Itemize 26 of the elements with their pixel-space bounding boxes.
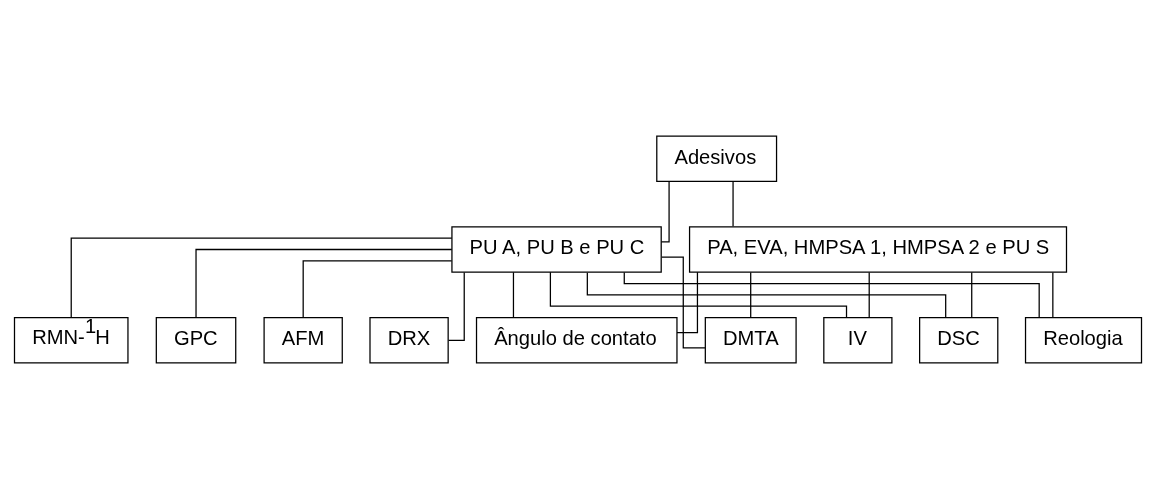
connector xyxy=(302,259,453,318)
connector xyxy=(868,271,870,318)
node-box: GPC xyxy=(155,316,237,364)
node-box: DSC xyxy=(919,316,999,364)
connector xyxy=(512,271,515,318)
node-box: AFM xyxy=(263,316,343,364)
connector xyxy=(971,271,973,318)
node-box: Ângulo de contato xyxy=(475,316,678,364)
node-box: PU A, PU B e PU C xyxy=(451,225,662,273)
connector xyxy=(732,180,734,227)
node-box: DRX xyxy=(369,316,449,364)
connector xyxy=(660,180,670,243)
connector xyxy=(661,255,706,348)
node-box: Adesivos xyxy=(656,134,778,182)
connector xyxy=(1052,271,1054,318)
node-box: DMTA xyxy=(704,316,797,364)
connector xyxy=(623,271,1040,318)
node-box: PA, EVA, HMPSA 1, HMPSA 2 e PU S xyxy=(688,225,1068,273)
node-box: Reologia xyxy=(1024,316,1143,364)
connector xyxy=(750,271,752,318)
connector xyxy=(676,271,699,333)
connector xyxy=(586,271,947,318)
node-box: IV xyxy=(823,316,893,364)
connector xyxy=(549,271,848,318)
connector xyxy=(195,248,453,318)
connector xyxy=(70,237,453,318)
